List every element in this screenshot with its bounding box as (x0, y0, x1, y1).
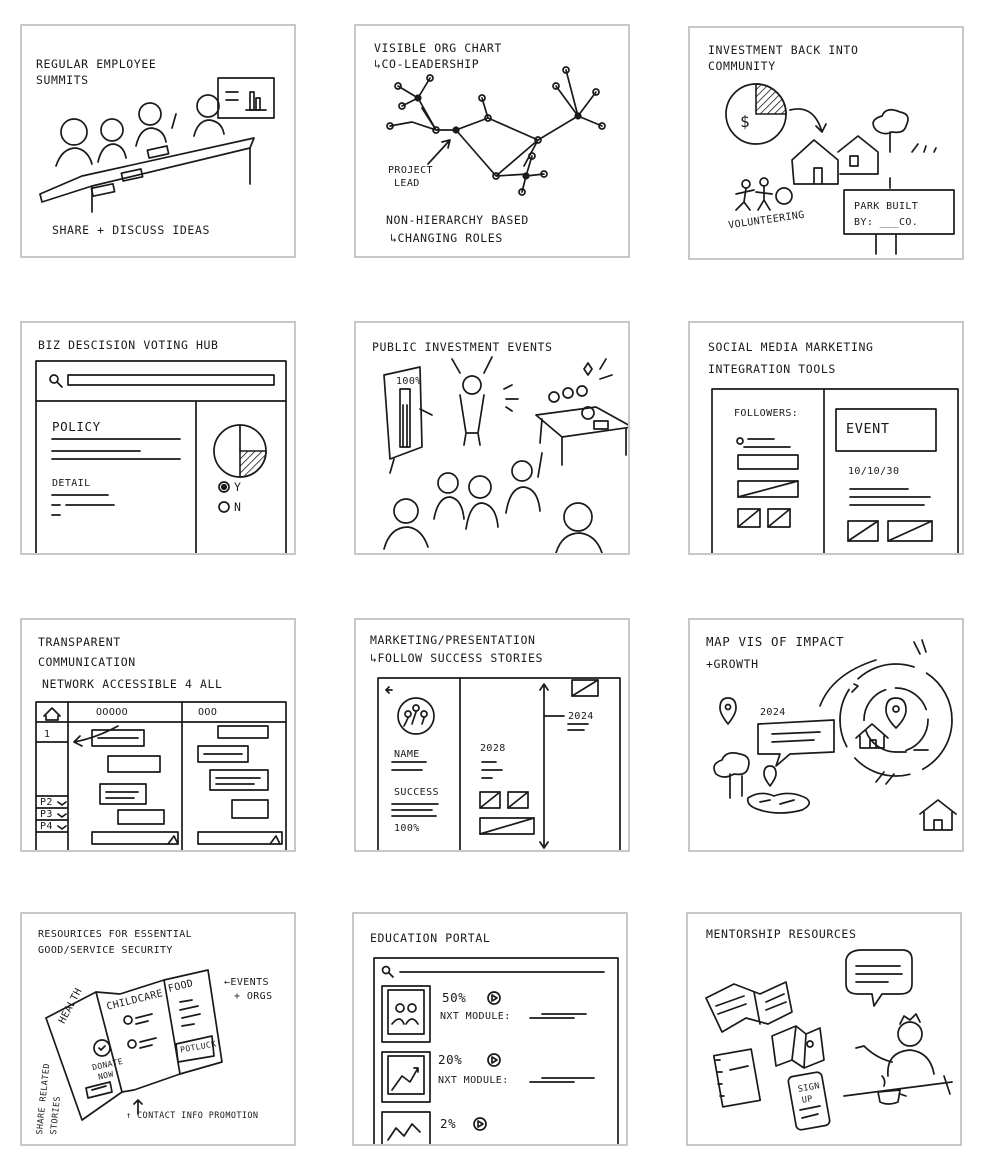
story-success-label: Success (394, 787, 439, 798)
vote-no-label: N (234, 500, 242, 514)
panel-mentorship-resources: Mentorship resources Sign up (686, 912, 962, 1146)
panel-essential-resources: Resourices for essential good/service se… (20, 912, 296, 1146)
timeline-2028: 2028 (480, 743, 506, 754)
panel-title-line-2: ↳Follow success stories (370, 651, 544, 665)
panel-title-line-1: Visible org chart (374, 41, 502, 55)
community-sketch (725, 83, 955, 255)
panel-social-media-tools: Social media marketing integration tools… (688, 321, 964, 555)
panel-marketing-presentation: Marketing/presentation ↳Follow success s… (354, 618, 630, 852)
row-label-p2: P2 (40, 797, 53, 808)
panel-org-chart: Visible org chart ↳Co-leadership Project… (354, 24, 630, 258)
event-date: 10/10/30 (848, 466, 900, 477)
trifold-brochure-sketch (45, 969, 223, 1121)
project-lead-label-1: Project (388, 165, 433, 176)
row-label-1: 1 (44, 729, 51, 740)
investment-event-sketch (383, 356, 628, 553)
panel-title-line-1: Marketing/presentation (370, 633, 536, 647)
vote-yes-label: Y (234, 480, 242, 494)
panel-title-line-2: integration tools (708, 362, 836, 376)
timeline-2024: 2024 (568, 711, 594, 722)
social-media-wireframe (711, 388, 959, 553)
mentorship-sketch (705, 949, 953, 1131)
panel-title-line-1: Transparent (38, 635, 121, 649)
panel-title-line-1: Regular employee (36, 57, 157, 71)
org-network-sketch (386, 66, 606, 196)
dollar-symbol: $ (740, 112, 751, 131)
panel-title: Education portal (370, 931, 491, 945)
policy-label: Policy (52, 419, 101, 434)
panel-title-line-1: Investment back into (708, 43, 859, 57)
panel-voting-hub: Biz descision voting hub Policy Detail Y… (20, 321, 296, 555)
education-portal-wireframe (373, 957, 619, 1144)
row-label-p4: P4 (40, 821, 53, 832)
panel-title-line-2: community (708, 59, 776, 73)
story-percent-label: 100% (394, 823, 420, 834)
module-1-percent: 50% (442, 990, 467, 1005)
contact-info-note: ↑ Contact info promotion (126, 1111, 259, 1121)
thermometer-percent: 100% (396, 376, 422, 387)
panel-title-line-1: Social media marketing (708, 340, 874, 354)
sign-line-1: Park built (854, 201, 919, 212)
map-year-label: 2024 (760, 707, 786, 718)
panel-community-investment: Investment back into community $ Volunte… (688, 26, 964, 260)
panel-caption-line-2: ↳Changing roles (390, 231, 503, 245)
panel-caption-line-1: Non-hierarchy based (386, 213, 529, 227)
module-2-percent: 20% (438, 1052, 463, 1067)
signup-line-2[interactable]: up (801, 1094, 814, 1106)
event-label: Event (846, 421, 890, 437)
success-stories-wireframe (377, 677, 621, 850)
detail-label: Detail (52, 478, 91, 489)
panel-impact-map: Map vis of impact +Growth 2024 (688, 618, 964, 852)
impact-map-sketch (713, 639, 957, 831)
panel-public-investment-events: Public investment events 100% (354, 321, 630, 555)
communication-wireframe (35, 701, 287, 850)
panel-title-line-2: good/service security (38, 945, 173, 956)
module-3-percent: 2% (440, 1116, 457, 1131)
events-note-2: + orgs (234, 991, 273, 1002)
events-note-1: ←Events (224, 977, 269, 988)
story-name-label: Name (394, 749, 420, 760)
circle-group-a: OOOOO (96, 707, 129, 718)
voting-hub-wireframe (35, 360, 287, 553)
panel-title-line-2: communication (38, 655, 136, 669)
panel-title: Public investment events (372, 340, 553, 354)
followers-label: Followers: (734, 408, 799, 419)
project-lead-label-2: lead (394, 178, 420, 189)
sign-line-2: by: ___co. (854, 217, 919, 228)
module-1-next: NXT Module: (440, 1011, 511, 1022)
panel-education-portal: Education portal 50% NXT Module: 20% NXT… (352, 912, 628, 1146)
row-label-p3: P3 (40, 809, 53, 820)
panel-title-line-2: +Growth (706, 657, 759, 671)
panel-title-line-1: Resourices for essential (38, 929, 193, 940)
panel-caption: Share + discuss ideas (52, 223, 210, 237)
panel-title-line-1: Map vis of impact (706, 634, 845, 649)
panel-title-line-2: summits (36, 73, 89, 87)
panel-title-line-2: ↳Co-leadership (374, 57, 480, 71)
panel-employee-summits: Regular employee summits Share + discuss… (20, 24, 296, 258)
panel-title-line-3: network accessible 4 all (42, 677, 223, 691)
module-2-next: NXT Module: (438, 1075, 509, 1086)
panel-transparent-communication: Transparent communication network access… (20, 618, 296, 852)
circle-group-b: OOO (198, 707, 218, 718)
panel-title: Mentorship resources (706, 927, 857, 941)
summit-sketch (39, 77, 275, 213)
panel-title: Biz descision voting hub (38, 338, 219, 352)
